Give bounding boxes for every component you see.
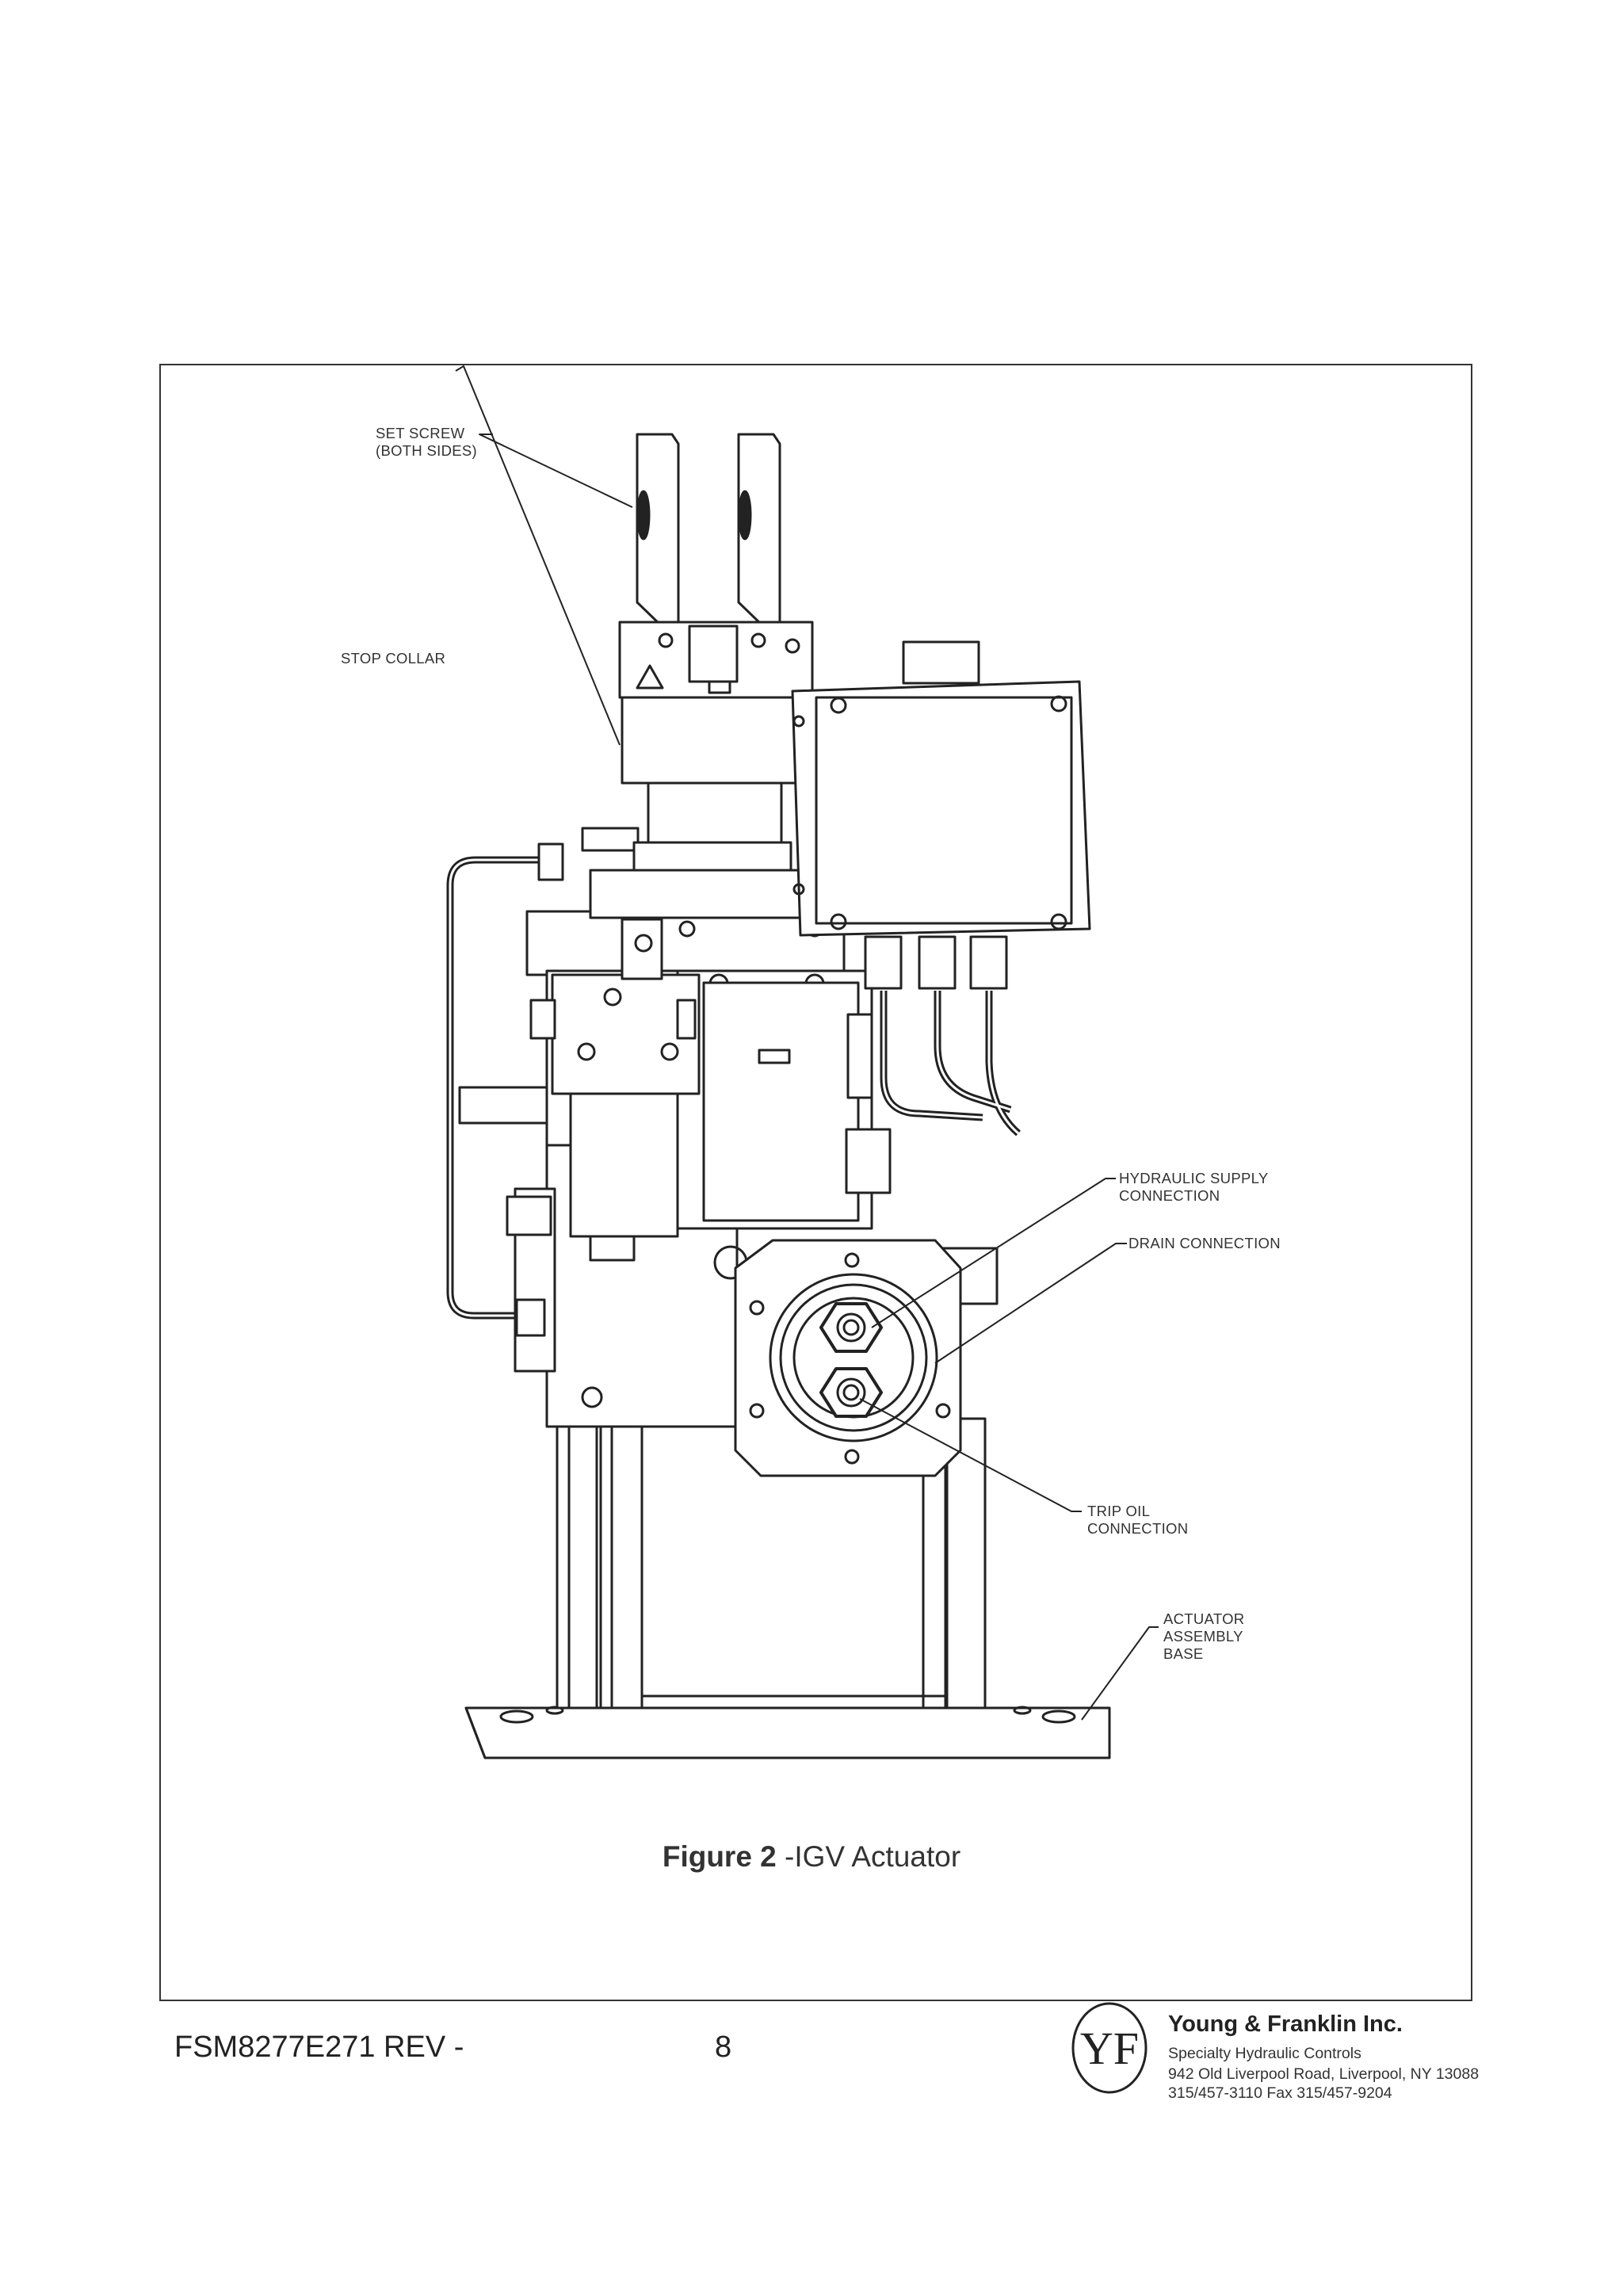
solenoid-valve bbox=[458, 918, 701, 1262]
figure-number: Figure 2 bbox=[662, 1840, 777, 1873]
figure-frame bbox=[159, 364, 1472, 2001]
actuator-base-plate bbox=[464, 1706, 1111, 1759]
tube-fittings bbox=[506, 827, 640, 1337]
stop-collar bbox=[589, 696, 838, 919]
callout-trip-oil: TRIP OIL CONNECTION bbox=[1087, 1503, 1189, 1537]
junction-box bbox=[791, 640, 1091, 1137]
trip-oil-housing bbox=[734, 1239, 999, 1477]
company-tagline: Specialty Hydraulic Controls bbox=[1168, 2045, 1361, 2062]
leader-lines bbox=[455, 365, 1159, 1721]
logo-text: YF bbox=[1080, 2023, 1139, 2074]
figure-caption: Figure 2 -IGV Actuator bbox=[0, 1840, 1623, 1874]
document-number: FSM8277E271 REV - bbox=[174, 2030, 464, 2064]
company-logo: YF bbox=[1071, 2002, 1148, 2094]
company-address: 942 Old Liverpool Road, Liverpool, NY 13… bbox=[1168, 2065, 1480, 2083]
figure-title: -IGV Actuator bbox=[776, 1840, 961, 1873]
callout-actuator-base: ACTUATOR ASSEMBLY BASE bbox=[1163, 1610, 1245, 1662]
callout-drain: DRAIN CONNECTION bbox=[1128, 1235, 1281, 1251]
callout-stop-collar: STOP COLLAR bbox=[341, 650, 446, 667]
callout-hydraulic-supply: HYDRAULIC SUPPLY CONNECTION bbox=[1119, 1170, 1269, 1204]
callout-set-screw: SET SCREW (BOTH SIDES) bbox=[376, 425, 477, 459]
company-name: Young & Franklin Inc. bbox=[1168, 2011, 1403, 2037]
clevis-rod-end bbox=[618, 433, 814, 699]
center-valve-block bbox=[702, 981, 892, 1222]
company-phone-fax: 315/457-3110 Fax 315/457-9204 bbox=[1168, 2084, 1392, 2102]
page-number: 8 bbox=[715, 2030, 732, 2064]
